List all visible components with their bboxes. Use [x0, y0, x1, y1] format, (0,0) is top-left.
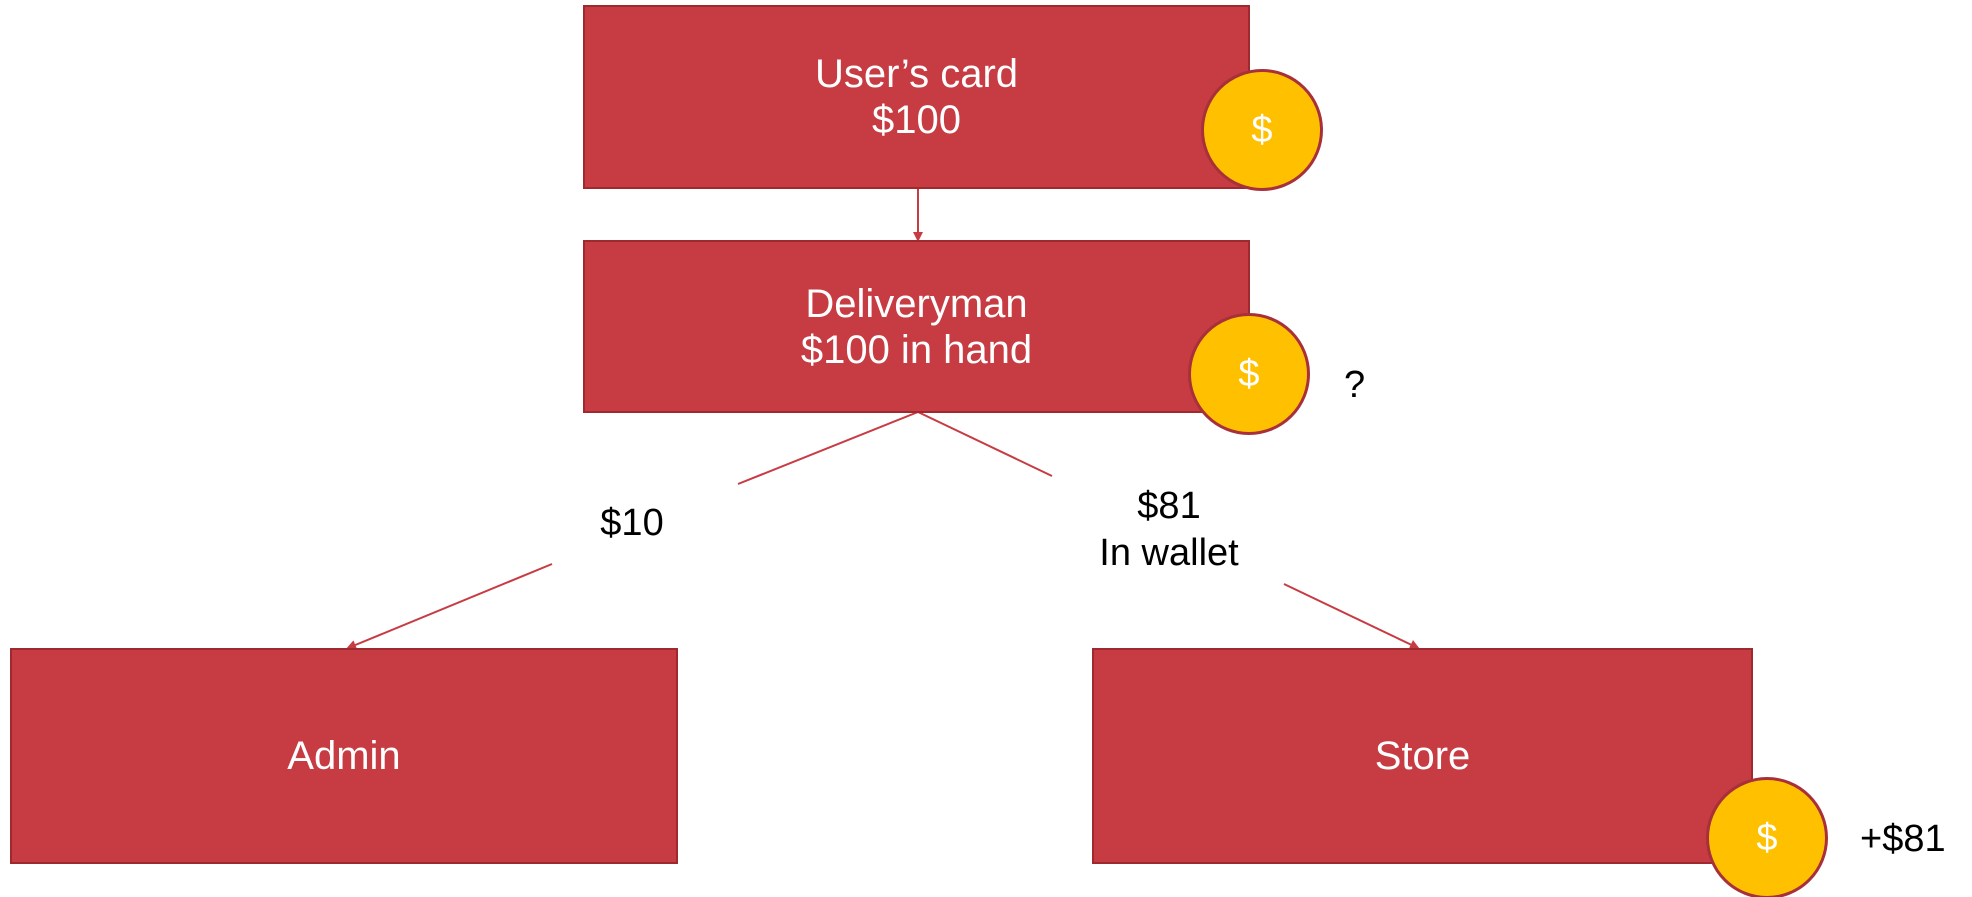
store-box: Store — [1092, 648, 1753, 864]
line-deliveryman-to-admin-upper — [737, 411, 919, 485]
deliveryman-title: Deliveryman — [805, 281, 1028, 326]
dollar-coin-icon: $ — [1201, 69, 1323, 191]
deliveryman-note: ? — [1344, 364, 1366, 406]
users-card-title: User’s card — [814, 52, 1019, 96]
dollar-coin-icon: $ — [1188, 313, 1310, 435]
deliveryman-box: Deliveryman $100 in hand — [583, 240, 1250, 413]
line-deliveryman-to-store-upper — [917, 411, 1053, 477]
edge-label-store-amount: $81 — [1137, 484, 1201, 527]
coin-symbol: $ — [1251, 108, 1273, 151]
coin-symbol: $ — [1238, 352, 1260, 395]
admin-title: Admin — [287, 734, 401, 778]
arrow-deliveryman-to-admin-lower — [346, 563, 553, 650]
coin-symbol: $ — [1756, 816, 1778, 859]
store-title: Store — [1374, 734, 1471, 778]
users-card-box: User’s card $100 — [583, 5, 1250, 189]
users-card-amount: $100 — [872, 98, 961, 142]
edge-label-store: $81 In wallet — [1054, 476, 1284, 584]
store-note: +$81 — [1860, 818, 1946, 860]
edge-label-store-destination: In wallet — [1099, 532, 1239, 574]
edge-label-admin: $10 — [552, 484, 712, 564]
deliveryman-amount: $100 in hand — [800, 327, 1033, 372]
arrow-deliveryman-to-store-lower — [1283, 583, 1420, 650]
admin-box: Admin — [10, 648, 678, 864]
dollar-coin-icon: $ — [1706, 777, 1828, 897]
